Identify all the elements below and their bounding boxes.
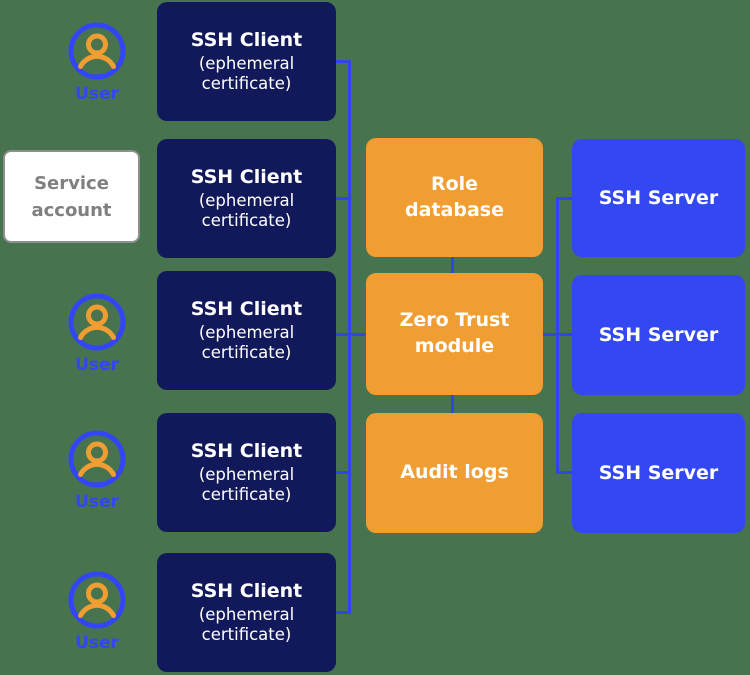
ssh-server-box-2: SSH Server <box>572 275 745 395</box>
user-label: User <box>75 84 119 104</box>
ssh-client-title: SSH Client <box>190 28 303 51</box>
ssh-client-title: SSH Client <box>190 579 303 602</box>
connector-trunk-server3 <box>556 471 573 474</box>
connector-client5-trunk <box>336 611 351 614</box>
ssh-client-subtitle: (ephemeral certificate) <box>198 190 295 230</box>
audit-logs-label: Audit logs <box>400 461 509 484</box>
ssh-client-subtitle: (ephemeral certificate) <box>198 604 295 644</box>
ssh-client-box-1: SSH Client (ephemeral certificate) <box>157 2 336 121</box>
ssh-client-box-3: SSH Client (ephemeral certificate) <box>157 271 336 390</box>
ssh-client-title: SSH Client <box>190 165 303 188</box>
user-1: User <box>67 21 127 104</box>
user-icon <box>68 571 126 629</box>
ssh-client-box-4: SSH Client (ephemeral certificate) <box>157 413 336 532</box>
user-icon <box>68 293 126 351</box>
server-trunk-line <box>556 197 559 474</box>
user-3: User <box>67 429 127 512</box>
ssh-client-subtitle: (ephemeral certificate) <box>198 53 295 93</box>
ssh-client-title: SSH Client <box>190 297 303 320</box>
connector-zerotrust-auditlogs <box>451 394 454 414</box>
ssh-client-box-5: SSH Client (ephemeral certificate) <box>157 553 336 672</box>
connector-client2-trunk <box>336 197 351 200</box>
role-database-box: Role database <box>366 138 543 257</box>
service-account-box: Service account <box>3 150 140 243</box>
ssh-client-box-2: SSH Client (ephemeral certificate) <box>157 139 336 258</box>
user-icon <box>68 430 126 488</box>
connector-trunk-server1 <box>556 197 573 200</box>
ssh-client-title: SSH Client <box>190 439 303 462</box>
ssh-server-label: SSH Server <box>598 462 719 484</box>
role-database-label: Role database <box>405 172 504 221</box>
service-account-label: Service account <box>31 172 112 221</box>
connector-client3-zero-trust <box>336 333 368 336</box>
ssh-server-label: SSH Server <box>598 324 719 346</box>
user-4: User <box>67 570 127 653</box>
user-2: User <box>67 292 127 375</box>
ssh-server-box-3: SSH Server <box>572 413 745 533</box>
user-label: User <box>75 355 119 375</box>
zero-trust-module-box: Zero Trust module <box>366 273 543 395</box>
user-icon <box>68 22 126 80</box>
audit-logs-box: Audit logs <box>366 413 543 533</box>
connector-roledb-zerotrust <box>451 257 454 274</box>
zero-trust-module-label: Zero Trust module <box>399 309 510 357</box>
ssh-server-label: SSH Server <box>598 187 719 209</box>
connector-client4-trunk <box>336 471 351 474</box>
user-label: User <box>75 633 119 653</box>
ssh-server-box-1: SSH Server <box>572 139 745 257</box>
ssh-client-subtitle: (ephemeral certificate) <box>198 464 295 504</box>
connector-client1-trunk <box>336 60 351 63</box>
client-trunk-line <box>348 60 351 614</box>
ssh-client-subtitle: (ephemeral certificate) <box>198 322 295 362</box>
user-label: User <box>75 492 119 512</box>
